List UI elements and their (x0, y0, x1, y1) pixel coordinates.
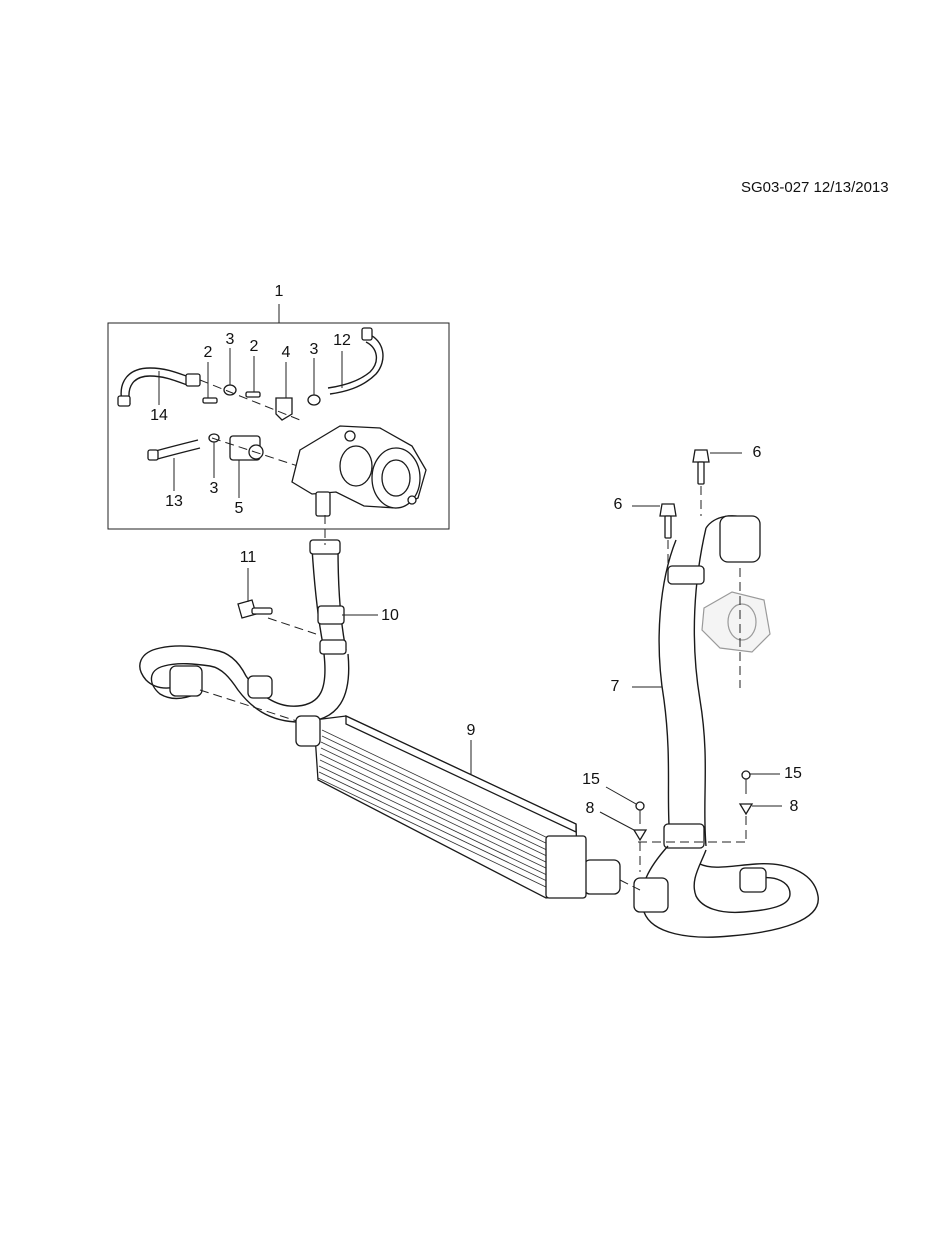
callout-1: 1 (275, 283, 284, 300)
fastener-2-left (202, 397, 218, 404)
callout-2-right: 2 (250, 338, 259, 355)
callout-3-lower: 3 (210, 480, 219, 497)
clip-15-left (635, 801, 645, 824)
callout-9: 9 (467, 722, 476, 739)
callout-7: 7 (611, 678, 620, 695)
diagram-reference-code: SG03-027 12/13/2013 (741, 179, 889, 196)
callout-8-right: 8 (790, 798, 799, 815)
intake-hose-left (139, 645, 350, 723)
callout-6-lower: 6 (614, 496, 623, 513)
nut-3-lower (208, 433, 220, 443)
callout-15-right: 15 (784, 765, 802, 782)
callout-6-upper: 6 (753, 444, 762, 461)
callout-14: 14 (150, 407, 168, 424)
bracket-4 (275, 397, 293, 421)
callout-4: 4 (282, 344, 291, 361)
callout-15-left: 15 (582, 771, 600, 788)
nut-3-upper-right (307, 394, 321, 406)
hose-7 (658, 515, 761, 849)
callout-12: 12 (333, 332, 351, 349)
nut-8-right (738, 803, 754, 816)
callout-8-left: 8 (586, 800, 595, 817)
hose-12 (327, 327, 384, 395)
bolt-6-upper (692, 449, 710, 485)
callout-11: 11 (240, 549, 257, 566)
hose-13 (147, 439, 201, 461)
callout-2-left: 2 (204, 344, 213, 361)
bolt-6-lower (659, 503, 677, 539)
fastener-2-right (245, 391, 261, 398)
callout-13: 13 (165, 493, 183, 510)
intake-hose-right (633, 845, 819, 938)
callout-5: 5 (235, 500, 244, 517)
clip-15-right (741, 770, 751, 794)
callout-10: 10 (381, 607, 399, 624)
sensor-5 (229, 435, 264, 461)
nut-8-left (632, 829, 648, 842)
callout-3-upper-left: 3 (226, 331, 235, 348)
callout-3-upper-right: 3 (310, 341, 319, 358)
throttle-body (291, 425, 427, 517)
hose-14 (117, 367, 201, 407)
bolt-11 (237, 599, 273, 619)
hose-10 (309, 539, 347, 655)
charge-air-cooler-9 (295, 714, 621, 899)
throttle-body-reference-ghost (701, 591, 771, 653)
